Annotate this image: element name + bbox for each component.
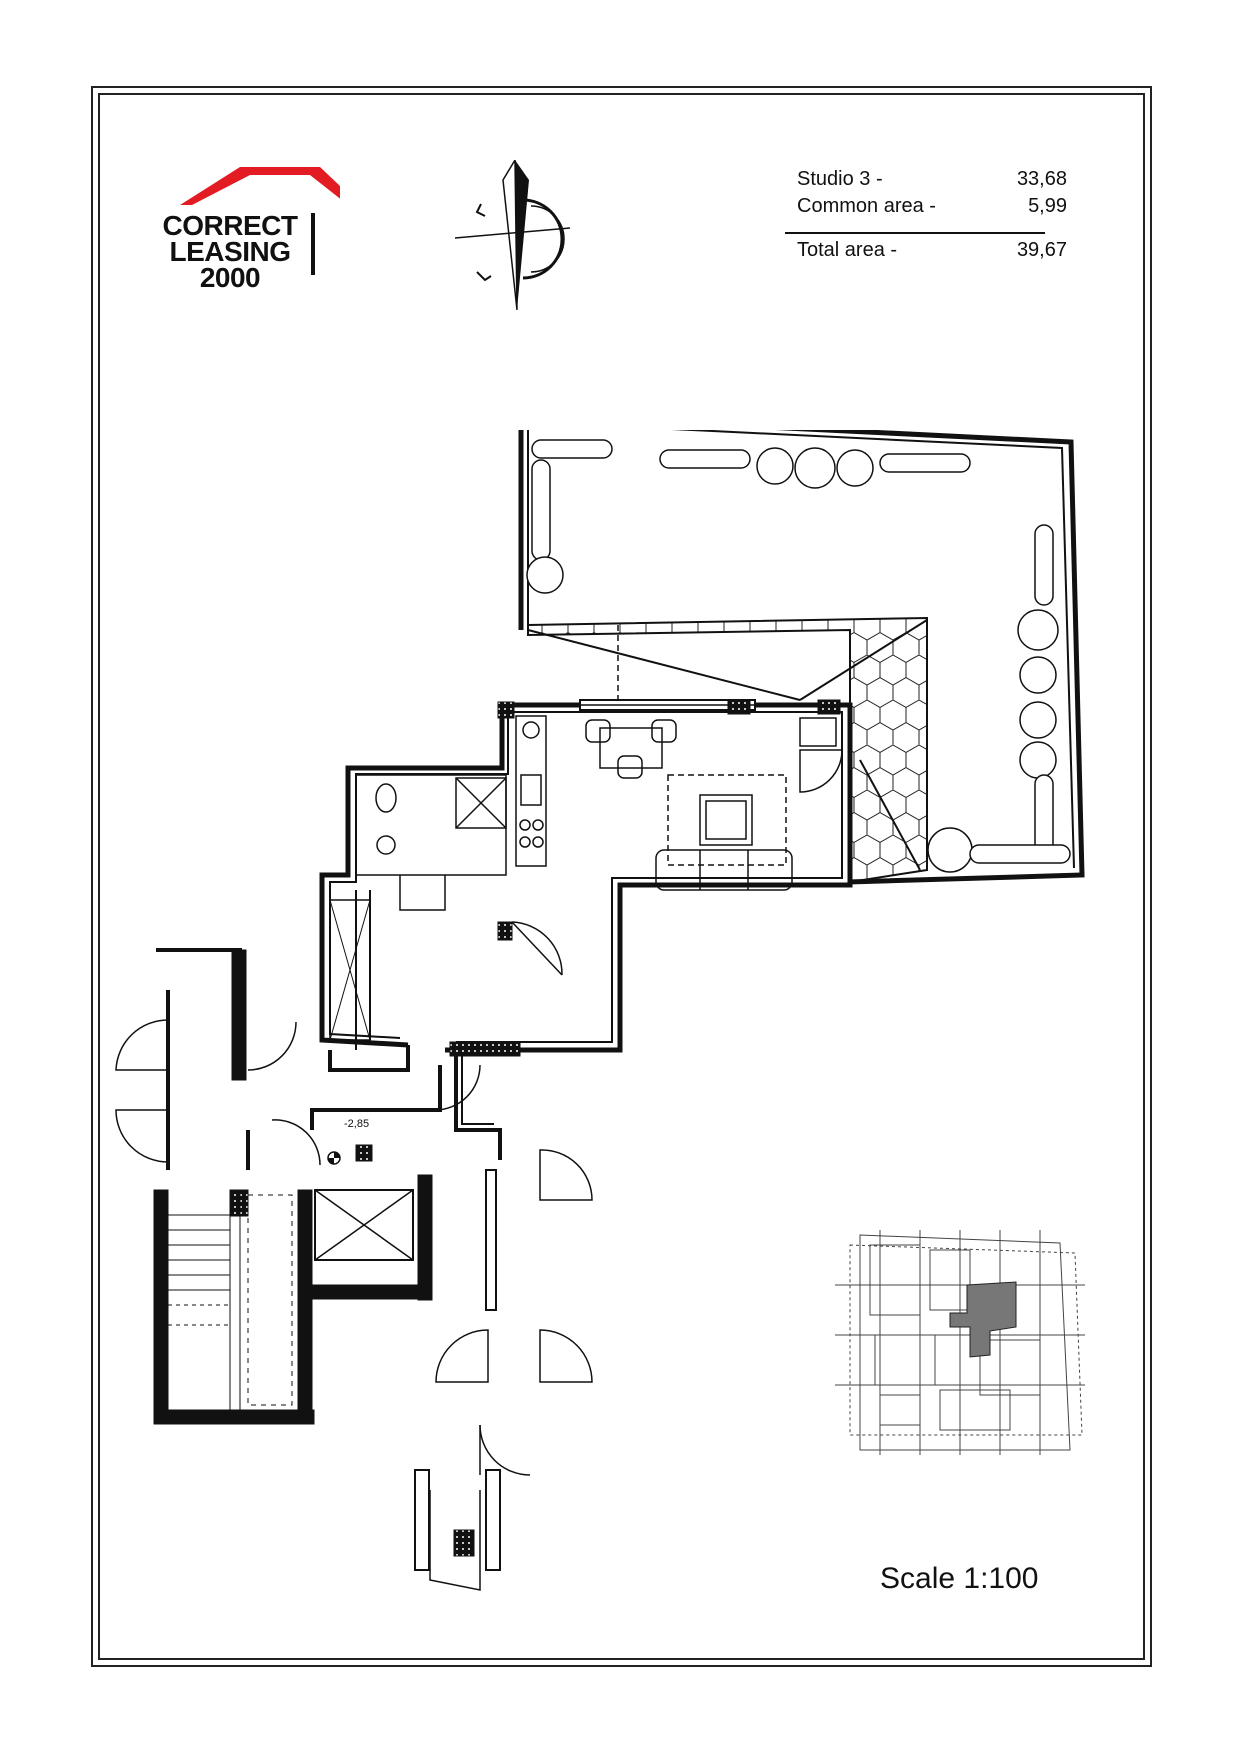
terrace xyxy=(518,430,1085,885)
outer-frame xyxy=(91,86,1152,1667)
area-total-rule xyxy=(785,232,1045,234)
logo-line-3: 2000 xyxy=(199,262,261,293)
area-value: 39,67 xyxy=(1016,239,1067,261)
level-marker-label: -2,85 xyxy=(344,1118,370,1130)
logo-line-1: CORRECT xyxy=(162,210,298,241)
dining-set xyxy=(585,719,677,779)
area-value: 33,68 xyxy=(1016,168,1067,190)
scale-label: Scale 1:100 xyxy=(880,1562,1039,1595)
stair-lift-core xyxy=(153,1174,433,1425)
company-logo: CORRECT LEASING 2000 xyxy=(150,165,350,295)
area-value: 5,99 xyxy=(1028,195,1067,217)
area-row-common: Common area - 5,99 xyxy=(785,195,1085,222)
bathroom xyxy=(355,774,507,911)
area-row-total: Total area - 39,67 xyxy=(785,239,1085,266)
living-furniture xyxy=(655,774,793,891)
area-row-studio: Studio 3 - 33,68 xyxy=(785,168,1085,195)
floor-plan xyxy=(115,430,1085,1591)
area-label: Total area - xyxy=(797,239,898,261)
kitchen-unit xyxy=(515,715,837,867)
studio-walls xyxy=(319,699,853,1053)
area-label: Studio 3 - xyxy=(797,168,883,190)
key-plan xyxy=(835,1230,1085,1455)
logo-line-2: LEASING xyxy=(169,236,291,267)
logo-bar xyxy=(311,213,315,275)
common-area-walls xyxy=(156,890,502,1311)
inner-frame xyxy=(98,93,1145,1660)
logo-roof-icon xyxy=(180,167,340,205)
area-table: Studio 3 - 33,68 Common area - 5,99 Tota… xyxy=(785,168,1085,261)
entry xyxy=(414,1469,501,1591)
area-label: Common area - xyxy=(797,195,936,217)
north-arrow-icon xyxy=(455,160,571,310)
doors xyxy=(115,749,843,1476)
level-marker-icon xyxy=(327,1151,341,1165)
